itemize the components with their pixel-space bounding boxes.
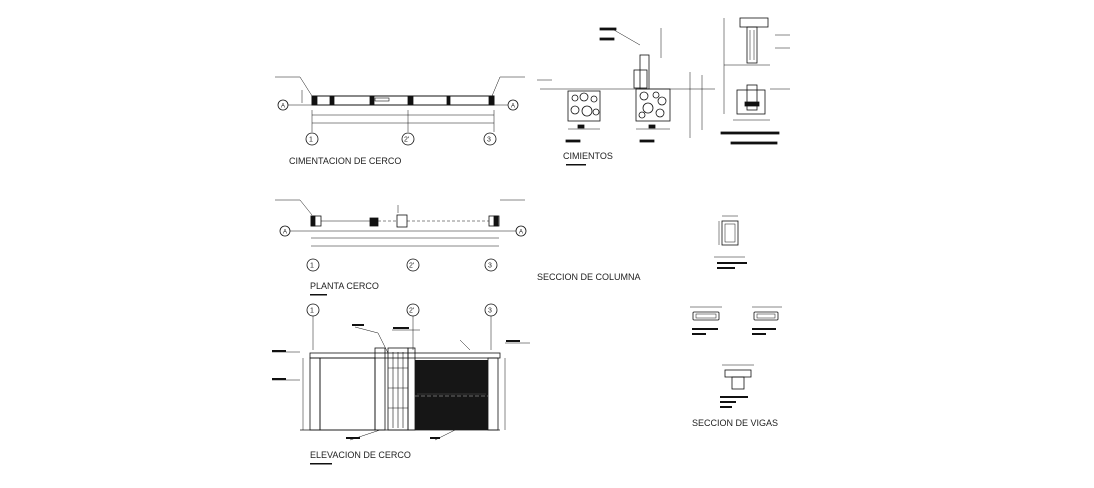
- axis-label-3-b: 3: [488, 263, 492, 270]
- axis-label-2-c: 2': [409, 308, 414, 315]
- title-cimientos: CIMIENTOS: [563, 151, 613, 161]
- axis-label-3-c: 3: [488, 308, 492, 315]
- title-planta-underline: [310, 294, 327, 296]
- axis-bubble-1-top: [305, 132, 319, 146]
- title-seccion-columna: SECCION DE COLUMNA: [537, 272, 641, 282]
- axis-letter-a-3: A: [283, 230, 287, 236]
- title-cimentacion: CIMENTACION DE CERCO: [289, 156, 401, 166]
- beam-section-labels: [692, 328, 776, 408]
- column-footing-detail: [720, 17, 790, 145]
- axis-label-1-c: 1: [310, 308, 314, 315]
- elevation-annotation-marks: [272, 324, 520, 439]
- axis-label-2-a: 2': [404, 137, 409, 144]
- title-elevacion: ELEVACION DE CERCO: [310, 450, 411, 460]
- title-seccion-vigas: SECCION DE VIGAS: [692, 418, 778, 428]
- axis-label-3-a: 3: [487, 137, 491, 144]
- axis-letter-a-4: A: [519, 230, 523, 236]
- fence-elevation: [272, 303, 530, 441]
- title-planta: PLANTA CERCO: [310, 281, 379, 291]
- column-section-detail: [714, 215, 745, 258]
- axis-bubble-1-plan: [306, 258, 320, 272]
- axis-label-1-b: 1: [310, 263, 314, 270]
- beam-sections: [690, 306, 782, 390]
- axis-letter-a-2: A: [511, 104, 515, 110]
- foundation-plan: [275, 76, 525, 146]
- axis-bubble-2-plan: [406, 258, 420, 272]
- axis-bubble-3-top: [483, 132, 497, 146]
- axis-letter-a-1: A: [281, 104, 285, 110]
- title-elevacion-underline: [310, 463, 332, 465]
- fence-plan: [275, 199, 527, 272]
- axis-bubble-3-plan: [484, 258, 498, 272]
- axis-label-1-a: 1: [309, 137, 313, 144]
- footing-sections: [537, 27, 715, 143]
- gate-panel: [415, 360, 488, 430]
- axis-bubble-2-top: [401, 132, 415, 146]
- axis-label-2-b: 2': [409, 263, 414, 270]
- title-cimientos-underline: [566, 164, 586, 166]
